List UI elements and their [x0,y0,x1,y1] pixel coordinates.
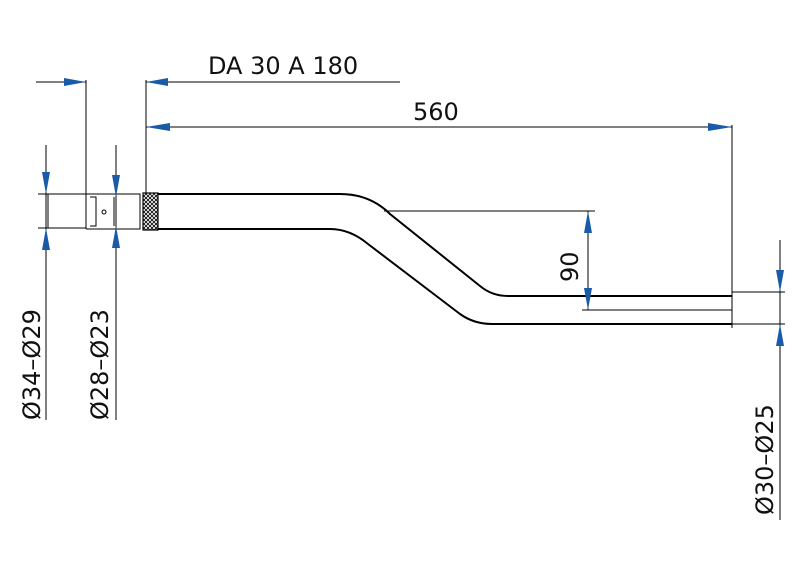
left-outer-diameter-label: Ø34–Ø29 [18,309,46,420]
left-cuff [47,192,159,231]
length-dimension-label: 560 [413,98,459,126]
knurled-ring [142,192,159,231]
arrowheads [42,78,784,346]
dimension-lines [36,80,785,520]
right-diameter-label: Ø30–Ø25 [751,404,779,515]
pipe-body [158,193,733,328]
part-code-label: DA 30 A 180 [208,52,358,80]
left-inner-diameter-label: Ø28–Ø23 [86,309,114,420]
offset-dimension-label: 90 [556,251,584,282]
hole-icon [101,209,107,215]
